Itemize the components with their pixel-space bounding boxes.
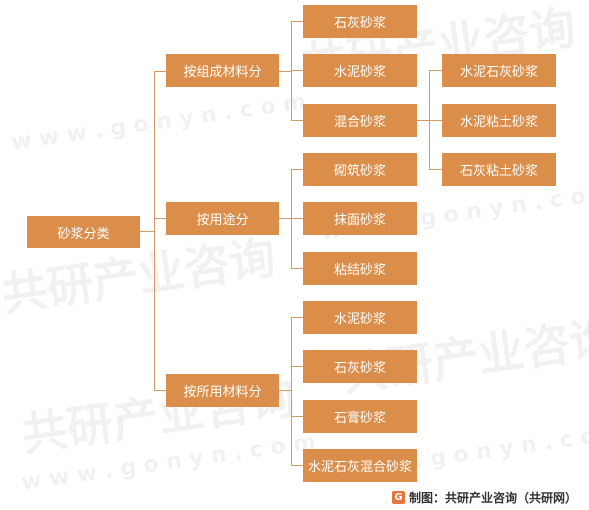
connector-line [291,169,292,269]
leaf-node: 石灰砂浆 [303,350,417,383]
leaf-node: 砌筑砂浆 [303,153,417,186]
connector-line [279,390,291,391]
source-credit: G 制图：共研产业咨询（共研网） [392,488,577,506]
connector-line [429,70,442,71]
category-node-usage: 按用途分 [166,202,279,235]
connector-line [291,70,303,71]
leaf-node: 水泥粘土砂浆 [442,104,556,137]
connector-line [291,120,303,121]
category-node-composition: 按组成材料分 [166,54,279,87]
leaf-node: 抹面砂浆 [303,202,417,235]
connector-line [154,390,166,391]
leaf-node: 石灰砂浆 [303,5,417,38]
connector-line [429,120,442,121]
leaf-node: 石灰粘土砂浆 [442,153,556,186]
connector-line [291,218,303,219]
connector-line [154,71,166,72]
connector-line [291,317,292,466]
connector-line [291,21,303,22]
connector-line [429,169,442,170]
leaf-node: 水泥砂浆 [303,301,417,334]
branch-node: 混合砂浆 [303,104,417,137]
leaf-node: 粘结砂浆 [303,252,417,285]
source-text: 制图：共研产业咨询（共研网） [409,490,578,505]
connector-line [140,231,154,232]
leaf-node: 水泥石灰混合砂浆 [303,449,417,482]
connector-line [291,416,303,417]
category-node-material: 按所用材料分 [166,374,279,407]
connector-line [154,218,166,219]
leaf-node: 石膏砂浆 [303,400,417,433]
root-node: 砂浆分类 [27,216,140,248]
connector-line [291,317,303,318]
connector-line [154,71,155,391]
leaf-node: 水泥石灰砂浆 [442,54,556,87]
connector-line [291,268,303,269]
connector-line [279,71,291,72]
connector-line [279,218,291,219]
connector-line [291,366,303,367]
gonyn-logo-icon: G [392,490,405,504]
watermark-url: w w w . g o n y n . c o m [9,89,308,156]
connector-line [291,465,303,466]
leaf-node: 水泥砂浆 [303,54,417,87]
connector-line [417,120,429,121]
connector-line [291,21,292,121]
connector-line [291,169,303,170]
